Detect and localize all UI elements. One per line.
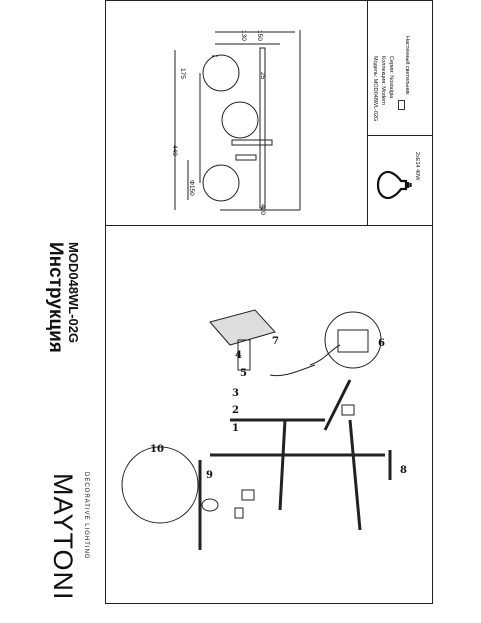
page-title: Инструкция [45, 242, 66, 353]
callout-3: 3 [232, 388, 239, 399]
dim-440: 440 [171, 145, 178, 156]
section-divider [105, 225, 433, 226]
spec-column-divider [367, 0, 368, 225]
spec-collection: Коллекция: Modern [380, 56, 386, 105]
wall-lamp-type-icon [398, 100, 405, 110]
callout-10: 10 [150, 444, 164, 455]
dim-175: 175 [179, 68, 186, 79]
spec-series: Серия: Nostalgia [388, 56, 394, 99]
callout-9: 9 [206, 470, 213, 481]
callout-4: 4 [235, 350, 242, 361]
brand-logo: MAYTONI [48, 473, 78, 601]
dim-130: 130 [240, 30, 247, 41]
spec-model: Модель: MOD048WL-02G [372, 56, 378, 122]
dim-d150: Ф150 [188, 180, 195, 196]
callout-6: 6 [378, 338, 385, 349]
assembly-drawing [121, 309, 392, 550]
spec-type: Настенный светильник [404, 36, 410, 95]
callout-1: 1 [232, 423, 239, 434]
model-number: MOD048WL-02G [66, 242, 81, 344]
callout-8: 8 [400, 465, 407, 476]
light-bulb-icon [376, 170, 412, 200]
dim-420: 420 [259, 204, 266, 215]
dim-150: 150 [256, 30, 263, 41]
brand-tagline: DECORATIVE LIGHTING [83, 472, 89, 560]
callout-5: 5 [240, 368, 247, 379]
spec-box-divider [367, 135, 433, 136]
instruction-frame [105, 0, 433, 604]
spec-bulb: 2xE14 40W [414, 152, 420, 181]
dimension-drawing [174, 30, 301, 211]
callout-7: 7 [272, 336, 279, 347]
callout-2: 2 [232, 405, 239, 416]
dim-25: 25 [259, 72, 266, 80]
